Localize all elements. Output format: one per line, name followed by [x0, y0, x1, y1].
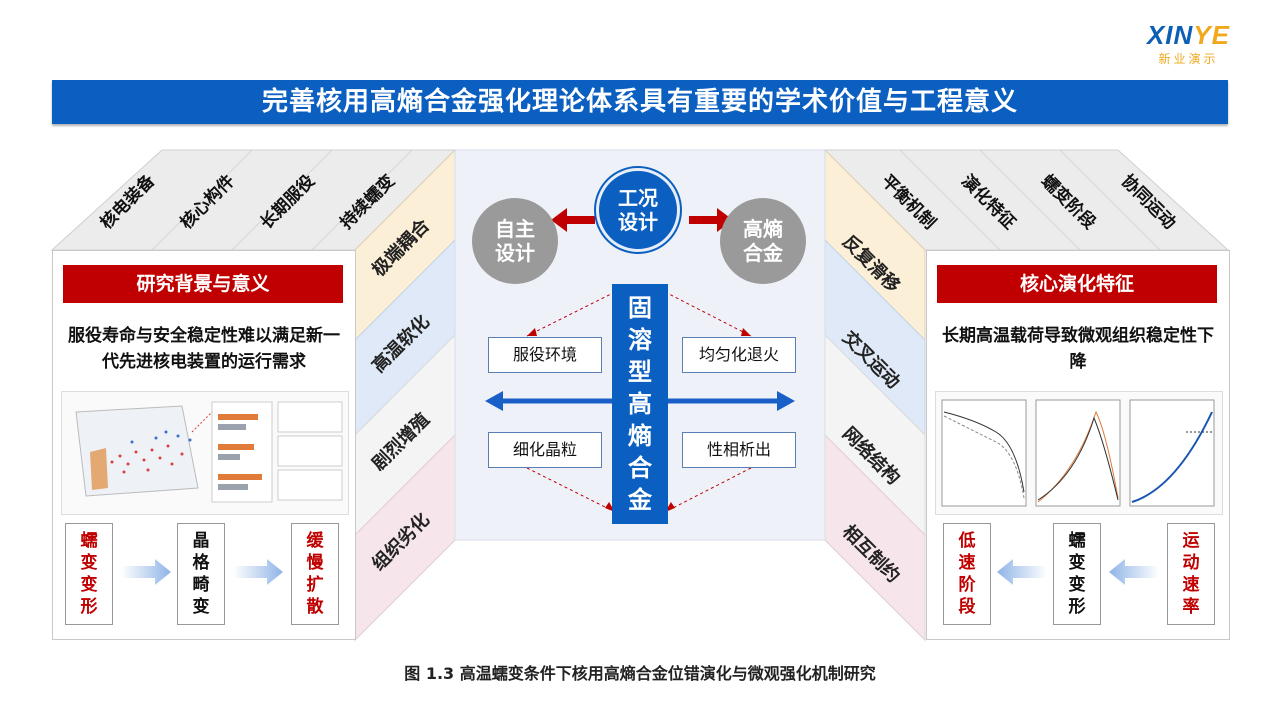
right-figure — [935, 391, 1223, 515]
box-grain-refinement: 细化晶粒 — [488, 432, 602, 468]
left-flow-1: 蠕变变形 — [65, 523, 113, 625]
right-flow-arrow-2 — [1109, 559, 1159, 585]
left-panel: 研究背景与意义 服役寿命与安全稳定性难以满足新一代先进核电装置的运行需求 — [52, 250, 356, 640]
figure-caption: 图 1.3 高温蠕变条件下核用高熵合金位错演化与微观强化机制研究 — [404, 664, 876, 683]
right-flow-3: 运动速率 — [1167, 523, 1215, 625]
box-phase-precipitation: 性相析出 — [682, 432, 796, 468]
circle-working-condition: 工况设计 — [596, 168, 680, 252]
right-flow-arrow-1 — [997, 559, 1047, 585]
core-material: 固溶型高熵合金 — [612, 284, 668, 524]
box-service-environment: 服役环境 — [488, 337, 602, 373]
page-title: 完善核用高熵合金强化理论体系具有重要的学术价值与工程意义 — [52, 80, 1228, 124]
circle-self-design: 自主设计 — [472, 198, 558, 284]
right-panel-text: 长期高温载荷导致微观组织稳定性下降 — [942, 326, 1214, 372]
brand-logo: XINYE 新业演示 — [1146, 20, 1230, 66]
left-flow-arrow-1 — [121, 559, 171, 585]
left-flow-3: 缓慢扩散 — [291, 523, 339, 625]
left-flow-2: 晶格畸变 — [177, 523, 225, 625]
right-figure-graphic — [941, 399, 1215, 507]
right-flow-1: 低速阶段 — [943, 523, 991, 625]
circle-hea: 高熵合金 — [720, 198, 806, 284]
right-panel-title: 核心演化特征 — [937, 265, 1217, 303]
arrow-to-left-circle — [551, 208, 595, 232]
right-flow-2: 蠕变变形 — [1053, 523, 1101, 625]
left-figure — [61, 391, 349, 515]
left-flow-arrow-2 — [233, 559, 283, 585]
left-figure-graphic — [75, 401, 343, 503]
right-panel: 核心演化特征 长期高温载荷导致微观组织稳定性下降 低速阶段 蠕变变形 运动速率 — [926, 250, 1230, 640]
left-panel-text: 服役寿命与安全稳定性难以满足新一代先进核电装置的运行需求 — [68, 326, 340, 372]
box-homogenization-annealing: 均匀化退火 — [682, 337, 796, 373]
left-panel-title: 研究背景与意义 — [63, 265, 343, 303]
